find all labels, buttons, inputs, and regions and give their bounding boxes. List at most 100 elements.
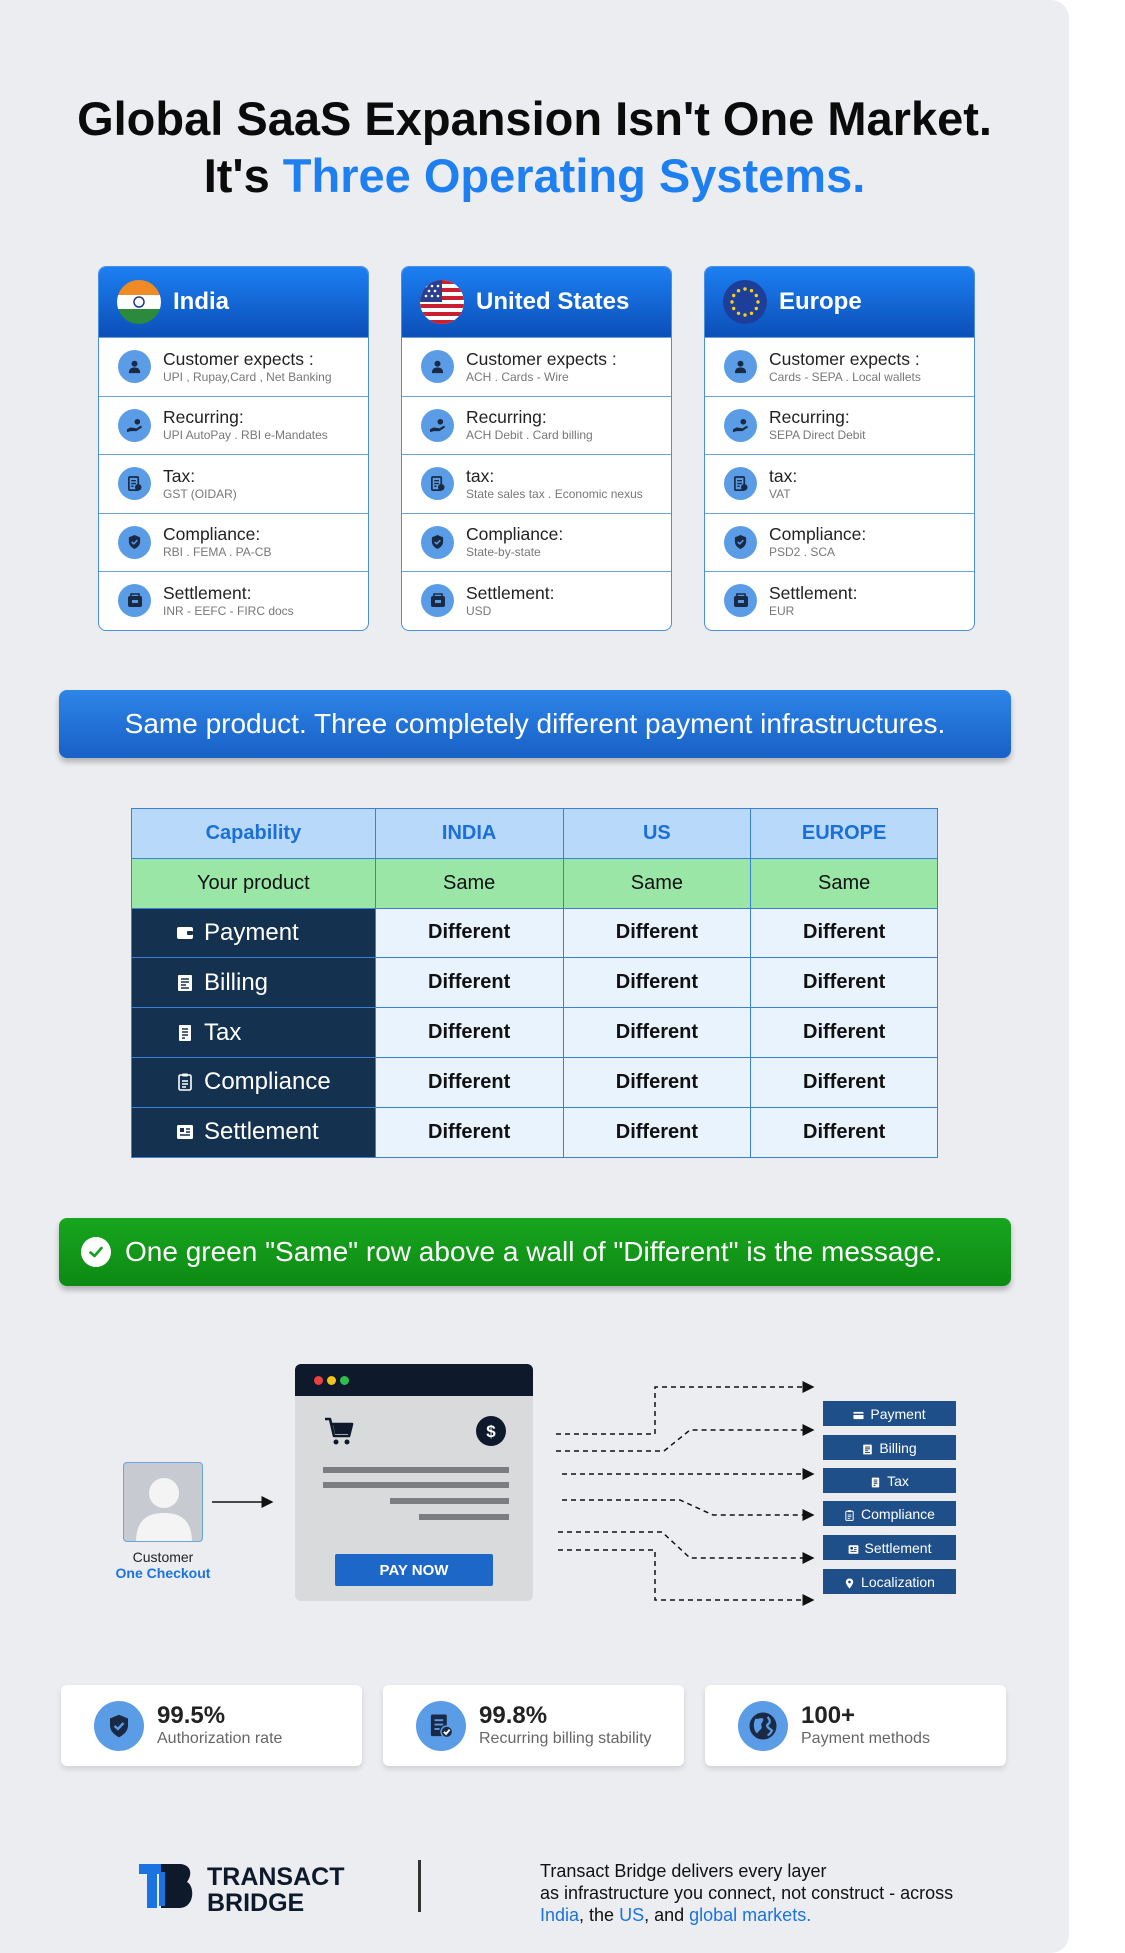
content-line bbox=[390, 1498, 509, 1504]
capability-cell: Billing bbox=[131, 957, 376, 1009]
page-title-line-1: Global SaaS Expansion Isn't One Market. bbox=[77, 92, 992, 145]
recurring-hand-icon bbox=[421, 408, 454, 442]
region-row-detail: Cards - SEPA . Local wallets bbox=[769, 369, 921, 384]
stat-caption: Authorization rate bbox=[157, 1730, 283, 1747]
different-cell: Different bbox=[562, 1106, 752, 1158]
tax-receipt-icon bbox=[421, 467, 454, 501]
pay-now-button[interactable]: PAY NOW bbox=[335, 1554, 493, 1586]
clipboard-icon bbox=[176, 1070, 194, 1092]
different-cell: Different bbox=[374, 1106, 564, 1158]
footer-link-india[interactable]: India bbox=[540, 1905, 580, 1925]
capability-cell: Settlement bbox=[131, 1106, 376, 1158]
destination-settlement: Settlement bbox=[823, 1535, 956, 1560]
region-row: Recurring:SEPA Direct Debit bbox=[705, 395, 974, 455]
region-row-detail: ACH Debit . Card billing bbox=[466, 428, 593, 443]
region-card-india: India Customer expects :UPI , Rupay,Card… bbox=[98, 266, 369, 631]
region-row-detail: USD bbox=[466, 603, 492, 618]
region-row-detail: GST (OIDAR) bbox=[163, 486, 237, 501]
footer-link-us[interactable]: US bbox=[619, 1905, 645, 1925]
region-row-text: Tax:GST (OIDAR) bbox=[163, 466, 237, 501]
transact-bridge-logo-mark bbox=[137, 1862, 197, 1915]
destination-label: Settlement bbox=[864, 1539, 932, 1556]
india-flag-icon bbox=[117, 280, 161, 324]
footer-line-2: as infrastructure you connect, not const… bbox=[540, 1883, 954, 1903]
bank-icon bbox=[118, 584, 151, 618]
same-cell: Same bbox=[374, 857, 564, 909]
settlement-icon bbox=[176, 1120, 194, 1140]
tax-receipt-icon bbox=[724, 467, 757, 501]
different-cell: Different bbox=[374, 907, 564, 959]
shield-icon bbox=[724, 525, 757, 559]
capability-cell: Tax bbox=[131, 1007, 376, 1058]
eu-flag-icon bbox=[723, 280, 767, 324]
recurring-hand-icon bbox=[724, 408, 757, 442]
region-row-label: tax: bbox=[769, 465, 798, 486]
billing-icon bbox=[176, 971, 194, 991]
region-row: Compliance:RBI . FEMA . PA-CB bbox=[99, 512, 368, 572]
stat-text: 100+Payment methods bbox=[801, 1703, 930, 1748]
shield-icon bbox=[118, 525, 151, 559]
footer-line-1: Transact Bridge delivers every layer bbox=[540, 1861, 827, 1881]
region-row: Customer expects :ACH . Cards - Wire bbox=[402, 337, 671, 396]
bank-icon bbox=[724, 584, 757, 618]
different-cell: Different bbox=[562, 1007, 752, 1058]
region-row-text: Compliance:RBI . FEMA . PA-CB bbox=[163, 524, 272, 560]
region-row: Recurring:ACH Debit . Card billing bbox=[402, 395, 671, 455]
page-title-line-2: It's Three Operating Systems. bbox=[0, 147, 1069, 205]
different-cell: Different bbox=[374, 1056, 564, 1108]
region-row-detail: RBI . FEMA . PA-CB bbox=[163, 545, 272, 560]
shield-icon bbox=[421, 525, 454, 559]
region-row-text: tax:VAT bbox=[769, 465, 798, 501]
capability-label: Settlement bbox=[204, 1118, 319, 1146]
region-row-detail: SEPA Direct Debit bbox=[769, 428, 866, 443]
footer-link-global[interactable]: global markets. bbox=[689, 1905, 812, 1925]
region-row: Settlement:INR - EEFC - FIRC docs bbox=[99, 571, 368, 630]
destination-label: Compliance bbox=[861, 1505, 935, 1522]
infrastructure-banner: Same product. Three completely different… bbox=[59, 690, 1011, 758]
column-header-europe: EUROPE bbox=[750, 808, 938, 859]
stat-text: 99.5%Authorization rate bbox=[157, 1703, 282, 1748]
user-icon bbox=[421, 350, 454, 384]
region-name: United States bbox=[476, 288, 630, 315]
globe-icon bbox=[738, 1700, 788, 1751]
region-row-detail: UPI , Rupay,Card , Net Banking bbox=[163, 369, 332, 384]
region-rows: Customer expects :Cards - SEPA . Local w… bbox=[705, 337, 974, 630]
different-cell: Different bbox=[750, 1056, 938, 1108]
stat-value: 99.8% bbox=[479, 1702, 548, 1729]
capability-label: Billing bbox=[204, 968, 269, 996]
different-cell: Different bbox=[374, 957, 564, 1009]
region-row-detail: State-by-state bbox=[466, 545, 541, 560]
destination-billing: Billing bbox=[823, 1435, 956, 1460]
capability-label: Payment bbox=[204, 918, 299, 946]
tax-receipt-icon bbox=[118, 467, 151, 501]
destination-label: Payment bbox=[870, 1405, 926, 1422]
region-name: Europe bbox=[779, 288, 862, 315]
logo-line-2: BRIDGE bbox=[207, 1889, 305, 1917]
billing-icon bbox=[862, 1442, 873, 1455]
region-row-text: Recurring:SEPA Direct Debit bbox=[769, 407, 866, 443]
region-card-us: United States Customer expects :ACH . Ca… bbox=[401, 266, 672, 631]
destination-label: Tax bbox=[887, 1472, 909, 1489]
capability-cell: Compliance bbox=[131, 1056, 376, 1108]
footer-line-3: India, the US, and global markets. bbox=[540, 1904, 1060, 1926]
footer-divider bbox=[418, 1860, 421, 1912]
different-cell: Different bbox=[562, 1056, 752, 1108]
region-row-text: Compliance:PSD2 . SCA bbox=[769, 525, 866, 560]
document-check-icon bbox=[416, 1700, 466, 1751]
stat-card: 100+Payment methods bbox=[705, 1685, 1006, 1766]
region-row-text: Settlement:EUR bbox=[769, 582, 858, 618]
region-row-detail: VAT bbox=[769, 486, 791, 501]
region-row-label: Settlement: bbox=[769, 582, 858, 603]
different-cell: Different bbox=[562, 957, 752, 1009]
region-row-label: Recurring: bbox=[769, 407, 850, 428]
region-row-label: Compliance: bbox=[163, 524, 261, 545]
destination-compliance: Compliance bbox=[823, 1501, 956, 1526]
region-row: Recurring:UPI AutoPay . RBI e-Mandates bbox=[99, 395, 368, 455]
destination-label: Localization bbox=[861, 1573, 935, 1590]
footer-text: Transact Bridge delivers every layer as … bbox=[540, 1860, 1060, 1926]
region-row: Settlement:EUR bbox=[705, 571, 974, 630]
region-row-label: Settlement: bbox=[163, 582, 252, 603]
